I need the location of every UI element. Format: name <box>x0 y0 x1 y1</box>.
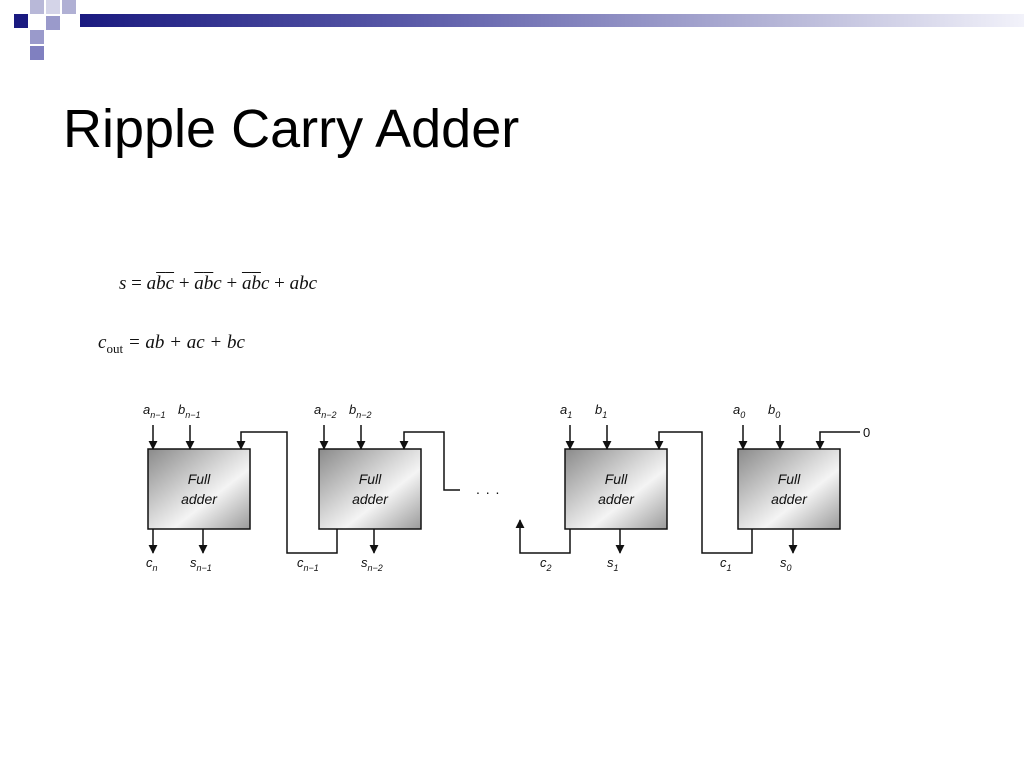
deco-square-dark <box>62 0 76 14</box>
carry-wire-1 <box>654 431 753 554</box>
full-adder-label: adder <box>352 491 389 507</box>
sum-lhs: s <box>119 273 127 294</box>
carry-out-label: c1 <box>720 555 732 573</box>
full-adder-block: Full adder <box>318 448 422 530</box>
deco-square-mid <box>30 46 44 60</box>
carry-wire-n-1 <box>236 431 338 554</box>
sum-variable: c <box>213 273 222 294</box>
full-adder-box <box>737 448 841 530</box>
sum-out-label: sn−1 <box>190 555 212 573</box>
plus-sign: + <box>221 273 242 294</box>
full-adder-box <box>318 448 422 530</box>
plus-sign: + <box>269 273 290 294</box>
sum-out-label: s0 <box>780 555 792 573</box>
header-gradient-bar <box>80 14 1024 27</box>
sum-equation: s = abc + abc + abc + abc <box>119 272 317 296</box>
input-b-label: bn−2 <box>349 402 372 420</box>
carry-wires <box>236 431 860 554</box>
full-adder-box <box>564 448 668 530</box>
full-adder-block: Full adder <box>737 448 841 530</box>
slide-title: Ripple Carry Adder <box>63 99 520 159</box>
sum-variable: b <box>156 273 166 294</box>
carry-in-wire <box>815 431 860 450</box>
sum-variable: b <box>251 273 261 294</box>
input-a-label: an−1 <box>143 402 166 420</box>
sum-variable: c <box>260 273 270 294</box>
full-adder-label: Full <box>605 471 628 487</box>
deco-square-light <box>46 0 60 14</box>
sum-term-2: abc <box>194 273 221 294</box>
sum-term-4: abc <box>289 273 318 294</box>
sum-out-label: sn−2 <box>361 555 383 573</box>
input-b-label: b0 <box>768 402 780 420</box>
equals-sign: = <box>126 273 147 294</box>
carry-equation: cout = ab + ac + bc <box>98 331 245 361</box>
sum-term-3: abc <box>242 273 269 294</box>
sum-variable: a <box>146 273 157 294</box>
input-a-label: a1 <box>560 402 572 420</box>
full-adder-label: Full <box>188 471 211 487</box>
deco-square-mid <box>46 16 60 30</box>
full-adder-label: Full <box>359 471 382 487</box>
adder-blocks: Full adder an−1 bn−1 cn sn−1 Full adder an−2 bn−2… <box>143 402 841 573</box>
sum-variable: a <box>194 273 204 294</box>
full-adder-box <box>147 448 251 530</box>
carry-rhs: = ab + ac + bc <box>123 332 245 353</box>
input-a-label: a0 <box>733 402 745 420</box>
full-adder-block: Full adder <box>564 448 668 530</box>
deco-square-dark <box>14 14 28 28</box>
carry-out-label: c2 <box>540 555 552 573</box>
deco-square-mid <box>30 30 44 44</box>
ellipsis: . . . <box>476 481 500 497</box>
header-decoration <box>0 0 1024 64</box>
full-adder-block: Full adder <box>147 448 251 530</box>
input-a-label: an−2 <box>314 402 337 420</box>
sum-variable: c <box>165 273 175 294</box>
sum-variable: a <box>241 273 252 294</box>
deco-square-light <box>30 0 44 14</box>
full-adder-label: Full <box>778 471 801 487</box>
sum-term-1: abc <box>147 273 174 294</box>
carry-wire-2 <box>515 519 571 554</box>
full-adder-label: adder <box>181 491 218 507</box>
carry-wire-to-block2 <box>399 431 460 491</box>
carry-out-label: cn−1 <box>297 555 319 573</box>
plus-sign: + <box>174 273 195 294</box>
carry-lhs-subscript: out <box>106 341 124 356</box>
full-adder-label: adder <box>598 491 635 507</box>
carry-lhs: c <box>98 332 107 353</box>
sum-variable: b <box>203 273 214 294</box>
full-adder-label: adder <box>771 491 808 507</box>
carry-out-label: cn <box>146 555 158 573</box>
input-b-label: bn−1 <box>178 402 201 420</box>
carry-in-value: 0 <box>863 425 870 440</box>
sum-out-label: s1 <box>607 555 619 573</box>
input-b-label: b1 <box>595 402 607 420</box>
